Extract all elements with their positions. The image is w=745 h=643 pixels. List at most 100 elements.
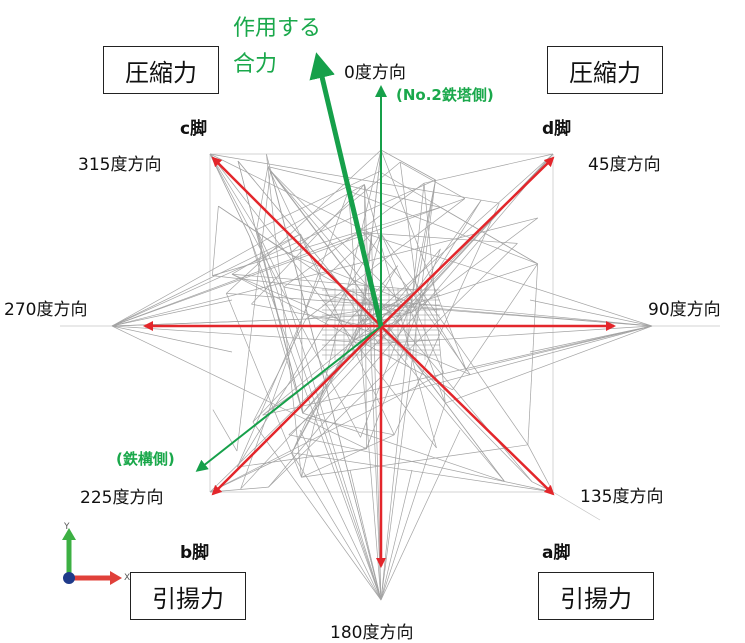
- lattice-member: [399, 162, 418, 290]
- lattice-member: [256, 166, 269, 230]
- lattice-member: [209, 372, 444, 493]
- tower-side-label: (No.2鉄塔側): [396, 86, 494, 104]
- lattice-member: [348, 190, 538, 265]
- direction-270-label: 270度方向: [4, 300, 88, 320]
- lattice-member: [212, 207, 441, 276]
- leg-a-label: a脚: [542, 543, 571, 563]
- lattice-member: [416, 179, 436, 290]
- lattice-member: [262, 325, 653, 416]
- lattice-member: [300, 233, 304, 414]
- lattice-member: [111, 233, 301, 327]
- uplift-box-left: 引揚力: [130, 572, 246, 620]
- lattice-member: [256, 171, 380, 230]
- lattice-member: [209, 153, 437, 449]
- axis-x-label: X: [124, 573, 131, 583]
- lattice-member: [111, 198, 465, 327]
- resultant-label-line2: 合力: [233, 52, 278, 77]
- lattice-member: [380, 469, 413, 601]
- lattice-member: [291, 452, 382, 601]
- lattice-members: [60, 149, 720, 601]
- lattice-member: [209, 153, 250, 237]
- steel-direction-arrow: [195, 325, 382, 472]
- direction-315-label: 315度方向: [78, 155, 162, 175]
- resultant-label-line1: 作用する: [233, 16, 322, 41]
- lattice-member: [267, 166, 505, 482]
- lattice-member: [360, 263, 538, 322]
- lattice-member: [364, 184, 367, 449]
- lattice-member: [411, 217, 539, 313]
- lattice-member: [445, 325, 653, 404]
- lattice-member: [111, 299, 233, 327]
- lattice-member: [267, 166, 441, 208]
- lattice-member: [270, 170, 382, 601]
- lattice-member: [291, 417, 308, 453]
- lattice-member: [353, 294, 375, 341]
- lattice-member: [252, 293, 375, 423]
- lattice-member: [362, 232, 518, 244]
- lattice-member: [393, 203, 500, 435]
- lattice-member: [267, 166, 395, 435]
- axis-indicator: [62, 528, 122, 585]
- lattice-member: [349, 469, 382, 601]
- lattice-member: [362, 232, 413, 294]
- axis-y-label: Y: [64, 522, 70, 532]
- lattice-member: [111, 184, 365, 327]
- leg-d-label: d脚: [542, 119, 572, 139]
- lattice-member: [373, 265, 398, 295]
- lattice-member: [380, 149, 436, 181]
- lattice-member: [111, 217, 538, 327]
- leg-c-label: c脚: [180, 119, 208, 139]
- compression-box-right: 圧縮力: [547, 46, 663, 94]
- lattice-member: [237, 448, 367, 468]
- lattice-member: [262, 292, 413, 416]
- lattice-member: [364, 184, 437, 449]
- leg-b-label: b脚: [180, 543, 210, 563]
- lattice-member: [283, 286, 382, 601]
- lattice-member: [226, 149, 382, 294]
- lattice-member: [380, 183, 425, 601]
- arrow-225: [211, 325, 382, 496]
- lattice-member: [252, 318, 307, 423]
- lattice-member: [307, 325, 653, 419]
- lattice-member: [527, 263, 538, 445]
- lattice-member: [237, 161, 304, 414]
- direction-225-label: 225度方向: [80, 488, 164, 508]
- lattice-member: [256, 229, 382, 601]
- lattice-member: [380, 179, 436, 601]
- lattice-member: [377, 199, 482, 344]
- lattice-member: [301, 444, 528, 478]
- lattice-member: [364, 302, 653, 327]
- direction-180-label: 180度方向: [330, 623, 414, 643]
- lattice-member: [236, 170, 271, 452]
- lattice-member: [237, 233, 382, 468]
- lattice-member: [529, 299, 653, 327]
- lattice-member: [209, 153, 372, 235]
- uplift-box-right: 引揚力: [538, 572, 654, 620]
- lattice-member: [380, 403, 446, 601]
- arrow-45: [380, 156, 555, 327]
- compression-box-left: 圧縮力: [103, 46, 219, 94]
- lattice-member: [360, 292, 413, 322]
- lattice-member: [330, 233, 372, 273]
- lattice-member: [440, 207, 538, 265]
- lattice-member: [305, 198, 466, 320]
- lattice-member: [552, 491, 601, 521]
- lattice-member: [268, 153, 554, 488]
- direction-0-label: 0度方向: [344, 63, 406, 83]
- direction-90-label: 90度方向: [648, 300, 721, 320]
- lattice-member: [423, 153, 554, 184]
- lattice-member: [226, 292, 653, 327]
- arrow-135: [380, 325, 555, 496]
- lattice-member: [291, 339, 355, 454]
- lattice-member: [209, 153, 500, 204]
- lattice-member: [380, 429, 461, 601]
- lattice-member: [209, 153, 361, 438]
- lattice-member: [111, 325, 367, 450]
- lattice-member: [209, 452, 293, 493]
- force-arrows: [143, 52, 616, 568]
- steel-side-label: (鉄構側): [116, 450, 175, 468]
- lattice-member: [400, 161, 466, 199]
- lattice-member: [111, 325, 379, 344]
